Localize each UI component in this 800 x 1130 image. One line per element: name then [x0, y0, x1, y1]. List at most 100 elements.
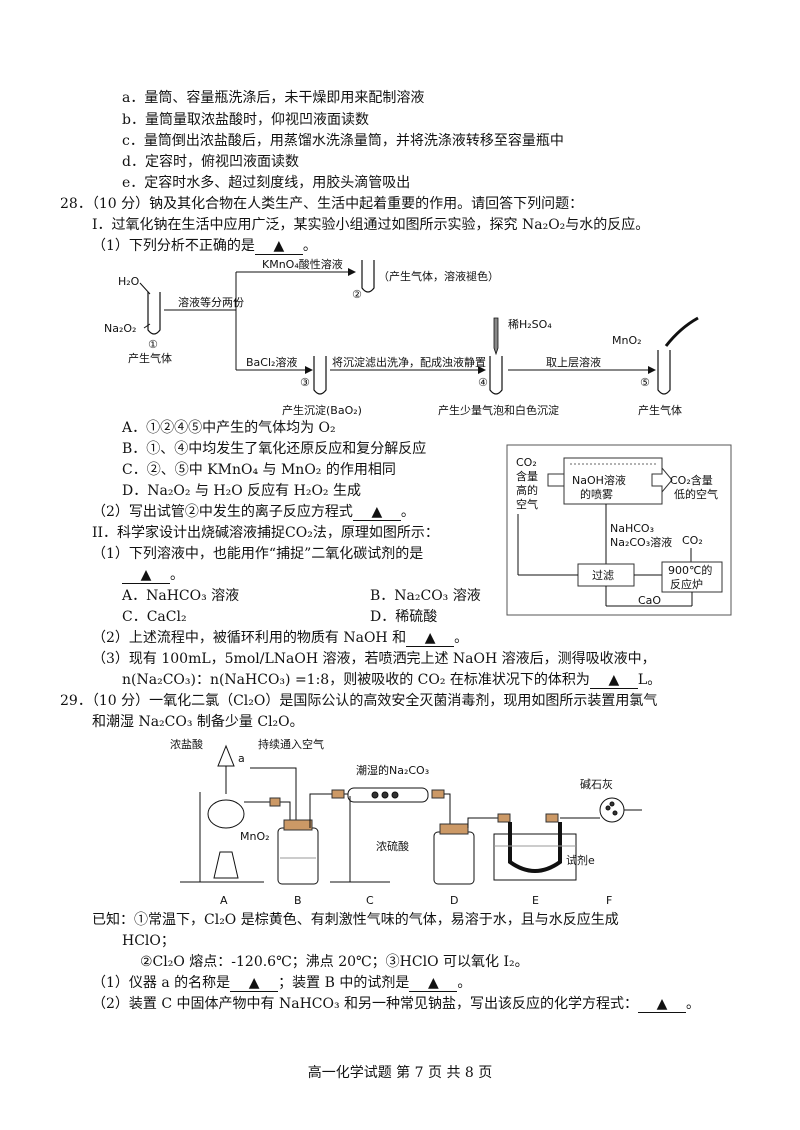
answer-blank[interactable]: ▲ — [589, 673, 638, 689]
q27-option-c: c．量筒倒出浓盐酸后，用蒸馏水洗涤量筒，并将洗涤液转移至容量瓶中 — [122, 133, 564, 149]
air-label: 持续通入空气 — [258, 737, 324, 751]
answer-blank[interactable]: ▲ — [230, 976, 279, 992]
q28-p2-sub1-answer: ▲。 — [122, 565, 184, 585]
tube-5-number: ⑤ — [640, 376, 650, 389]
q28-sub2: （2）写出试管②中发生的离子反应方程式▲。 — [92, 502, 415, 522]
q28-p2-sub1: （1）下列溶液中，也能用作“捕捉”二氧化碳试剂的是 — [92, 546, 424, 562]
q28-header: 28．（10 分）钠及其化合物在人类生产、生活中起着重要的作用。请回答下列问题： — [60, 196, 584, 212]
q29-known-1b: HClO； — [122, 933, 175, 949]
furnace-box — [661, 561, 723, 593]
q28-p2-option-a: A．NaHCO₃ 溶液 — [122, 588, 240, 604]
bottle-b — [277, 827, 319, 885]
bacl2-label: BaCl₂溶液 — [246, 355, 297, 369]
take-label: 取上层溶液 — [546, 355, 601, 369]
q29-header-2: 和潮湿 Na₂CO₃ 制备少量 Cl₂O。 — [92, 714, 304, 730]
label-b-apparatus: B — [294, 894, 302, 907]
q28-p2-sub2: （2）上述流程中，被循环利用的物质有 NaOH 和▲。 — [92, 628, 468, 648]
answer-blank[interactable]: ▲ — [406, 631, 455, 647]
q29-sub1-end: 。 — [457, 975, 472, 991]
q28-p2-option-d: D．稀硫酸 — [370, 609, 438, 625]
dropper-icon — [493, 317, 499, 356]
answer-blank[interactable]: ▲ — [352, 505, 401, 521]
q28-option-a: A．①②④⑤中产生的气体均为 O₂ — [122, 420, 336, 436]
furnace-line-1: 900℃的 — [668, 563, 712, 577]
wash-label: 将沉淀滤出洗净，配成浊液静置 — [332, 355, 486, 369]
label-e-apparatus: E — [532, 894, 539, 907]
q28-sub2-end: 。 — [400, 504, 415, 520]
reagent-label: 试剂e — [566, 853, 595, 867]
q29-sub2: （2）装置 C 中固体产物中有 NaHCO₃ 和另一种常见钠盐，写出该反应的化学… — [92, 994, 700, 1014]
air-in-line-1: CO₂ — [516, 456, 537, 469]
q28-sub1-end: 。 — [302, 238, 317, 254]
spray-line-1: NaOH溶液 — [572, 473, 626, 487]
lime-label: 碱石灰 — [580, 777, 613, 791]
co2-capture-diagram: CO₂ 含量 高的 空气 NaOH溶液 的喷雾 CO₂含量 低的空气 NaHCO… — [506, 444, 732, 616]
tube-4-result: 产生少量气泡和白色沉淀 — [438, 403, 559, 417]
alcohol-lamp-icon — [213, 851, 239, 879]
tube-4-number: ④ — [478, 376, 488, 389]
q29-sub2-end: 。 — [686, 996, 701, 1012]
tube-2-number: ② — [352, 288, 362, 301]
cao-label: CaO — [638, 594, 661, 607]
q29-sub1-text-a: （1）仪器 a 的名称是 — [92, 975, 231, 991]
q28-p2-sub2-end: 。 — [454, 630, 469, 646]
test-tube-2 — [361, 260, 375, 293]
u-tube-e — [508, 822, 562, 873]
q27-option-b: b．量筒量取浓盐酸时，仰视凹液面读数 — [122, 112, 369, 128]
filter-label: 过滤 — [592, 569, 614, 582]
spray-line-2: 的喷雾 — [580, 487, 613, 501]
label-a-apparatus: A — [220, 894, 228, 907]
q28-p2-sub1-end: 。 — [170, 567, 184, 583]
page-footer: 高一化学试题 第 7 页 共 8 页 — [307, 1065, 493, 1081]
q28-sub1: （1）下列分析不正确的是▲。 — [92, 236, 317, 256]
q28-p2-option-b: B．Na₂CO₃ 溶液 — [370, 588, 481, 604]
q29-header-1: 29．（10 分）一氧化二氯（Cl₂O）是国际公认的高效安全灭菌消毒剂，现用如图… — [60, 693, 658, 709]
q29-known-1: 已知：①常温下，Cl₂O 是棕黄色、有刺激性气味的气体，易溶于水，且与水反应生成 — [92, 912, 619, 928]
spatula-icon — [664, 316, 699, 347]
tube-2-result: （产生气体，溶液褪色） — [378, 269, 499, 283]
arrow-out-icon — [651, 466, 673, 494]
q29-sub1-text-b: ；装置 B 中的试剂是 — [278, 975, 410, 991]
q28-p2-sub3b-text: n(Na₂CO₃)：n(NaHCO₃) =1:8，则被吸收的 CO₂ 在标准状况… — [122, 672, 590, 688]
co2-out-label: CO₂ — [682, 534, 703, 547]
test-tube-4 — [489, 356, 503, 395]
q28-option-c: C．②、⑤中 KMnO₄ 与 MnO₂ 的作用相同 — [122, 462, 396, 478]
air-out-line-1: CO₂含量 — [670, 473, 713, 487]
test-tube-3 — [313, 356, 327, 395]
h2so4-label: 浓硫酸 — [376, 839, 409, 853]
answer-blank[interactable]: ▲ — [122, 568, 170, 584]
q27-option-d: d．定容时，俯视凹液面读数 — [122, 154, 299, 170]
trough-e — [493, 833, 577, 881]
mid-label-2: Na₂CO₃溶液 — [610, 535, 672, 549]
q29-sub2-text: （2）装置 C 中固体产物中有 NaHCO₃ 和另一种常见钠盐，写出该反应的化学… — [92, 996, 639, 1012]
h2so4-label: 稀H₂SO₄ — [508, 318, 552, 331]
tube-1-number: ① — [148, 338, 158, 351]
answer-blank[interactable]: ▲ — [638, 997, 687, 1013]
air-in-line-2: 含量 — [516, 469, 538, 483]
hcl-label: 浓盐酸 — [170, 737, 203, 751]
q28-option-b: B．①、④中均发生了氧化还原反应和复分解反应 — [122, 441, 427, 457]
q28-sub2-text: （2）写出试管②中发生的离子反应方程式 — [92, 504, 353, 520]
mno2-label: MnO₂ — [240, 830, 270, 843]
test-tube-5 — [657, 350, 671, 395]
answer-blank[interactable]: ▲ — [254, 239, 303, 255]
label-a: a — [238, 752, 245, 765]
tube-5-result: 产生气体 — [638, 403, 682, 417]
q28-p2-sub3b-end: L。 — [637, 672, 662, 688]
q27-option-a: a．量筒、容量瓶洗涤后，未干燥即用来配制溶液 — [122, 90, 425, 106]
flask-a — [207, 799, 245, 829]
na2co3-label: 潮湿的Na₂CO₃ — [356, 763, 429, 777]
air-out-line-2: 低的空气 — [674, 487, 718, 501]
q28-p2-option-c: C．CaCl₂ — [122, 609, 187, 625]
q28-option-d: D．Na₂O₂ 与 H₂O 反应有 H₂O₂ 生成 — [122, 483, 361, 499]
cl2o-apparatus-diagram: 浓盐酸 a 持续通入空气 MnO₂ 潮湿的Na₂CO₃ 浓硫酸 — [170, 737, 642, 907]
q28-p2-sub3a: （3）现有 100mL，5mol/LNaOH 溶液，若喷洒完上述 NaOH 溶液… — [92, 651, 656, 667]
q28-p2-sub2-text: （2）上述流程中，被循环利用的物质有 NaOH 和 — [92, 630, 407, 646]
bottle-d — [433, 831, 475, 885]
air-in-line-4: 空气 — [516, 497, 538, 511]
q28-part1-intro: I．过氧化钠在生活中应用广泛，某实验小组通过如图所示实验，探究 Na₂O₂与水的… — [92, 217, 650, 233]
answer-blank[interactable]: ▲ — [409, 976, 458, 992]
q28-sub1-text: （1）下列分析不正确的是 — [92, 238, 255, 254]
tube-3-result: 产生沉淀(BaO₂) — [282, 403, 362, 417]
label-c-apparatus: C — [366, 894, 374, 907]
